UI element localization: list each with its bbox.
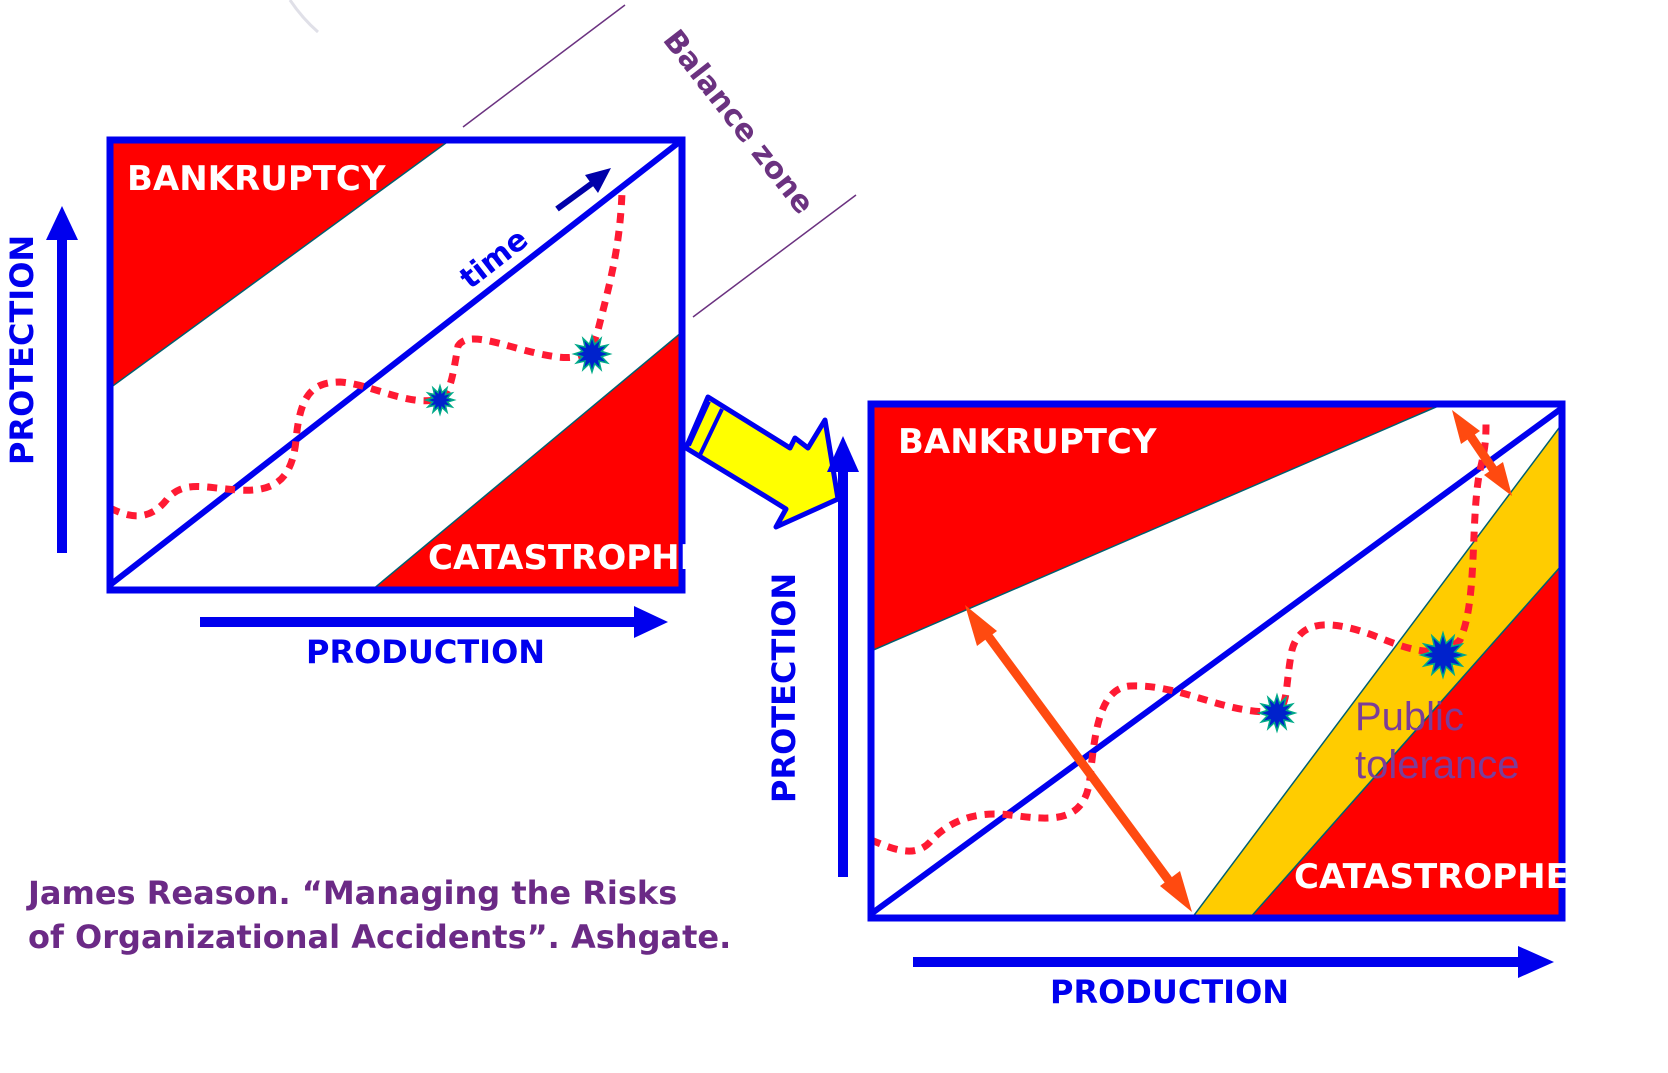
right-balance-diagonal: [871, 405, 1562, 917]
right-plot-frame: [867, 400, 1566, 922]
starburst-icon: [571, 333, 613, 375]
tolerance-band-label-line1: Public: [1355, 695, 1464, 739]
citation-line-1: James Reason. “Managing the Risks: [26, 874, 677, 912]
left-catastrophe-zone: [370, 331, 682, 590]
tolerance-width-double-arrow: [965, 605, 1192, 912]
right-tolerance-band: [1191, 422, 1562, 918]
left-y-axis-label: PROTECTION: [3, 235, 41, 465]
starburst-icon: [423, 383, 457, 417]
left-performance-path: [110, 191, 626, 520]
right-x-axis-label: PRODUCTION: [1050, 973, 1289, 1011]
right-x-axis-arrow-head: [1518, 946, 1554, 978]
left-bankruptcy-zone: [110, 140, 452, 389]
decorative-stroke: [288, 0, 319, 34]
left-plot-frame: [106, 136, 686, 594]
right-zone-label-bankruptcy: BANKRUPTCY: [898, 422, 1157, 462]
tolerance-gap-double-arrow: [1452, 410, 1512, 496]
starburst-icon: [1418, 630, 1468, 680]
citation-line-2: of Organizational Accidents”. Ashgate.: [28, 918, 731, 956]
right-catastrophe-zone: [1248, 563, 1562, 918]
right-y-axis-label: PROTECTION: [765, 573, 803, 803]
right-bankruptcy-zone: [871, 404, 1444, 652]
tolerance-band-label-line2: tolerance: [1355, 743, 1520, 787]
left-x-axis-arrow-head: [634, 606, 668, 638]
balance-zone-line-upper: [462, 4, 626, 128]
balance-zone-line-lower: [692, 194, 857, 318]
right-y-axis-arrow-head: [827, 436, 859, 472]
yellow-arrow-icon: [683, 394, 841, 530]
left-y-axis-arrow-head: [46, 206, 78, 240]
left-zone-label-catastrophe: CATASTROPHE: [428, 538, 703, 578]
right-zone-label-catastrophe: CATASTROPHE: [1294, 857, 1569, 897]
left-x-axis-label: PRODUCTION: [306, 633, 545, 671]
time-arrow-shaft: [555, 176, 600, 212]
left-diagram: BANKRUPTCY CATASTROPHE time PRODUCTION P…: [3, 136, 703, 671]
left-zone-label-bankruptcy: BANKRUPTCY: [127, 159, 386, 199]
right-diagram: BANKRUPTCY CATASTROPHE Public tolerance …: [765, 400, 1569, 1011]
starburst-icon: [1256, 692, 1298, 734]
time-arrow-head: [585, 168, 611, 193]
left-balance-diagonal: [110, 140, 682, 588]
